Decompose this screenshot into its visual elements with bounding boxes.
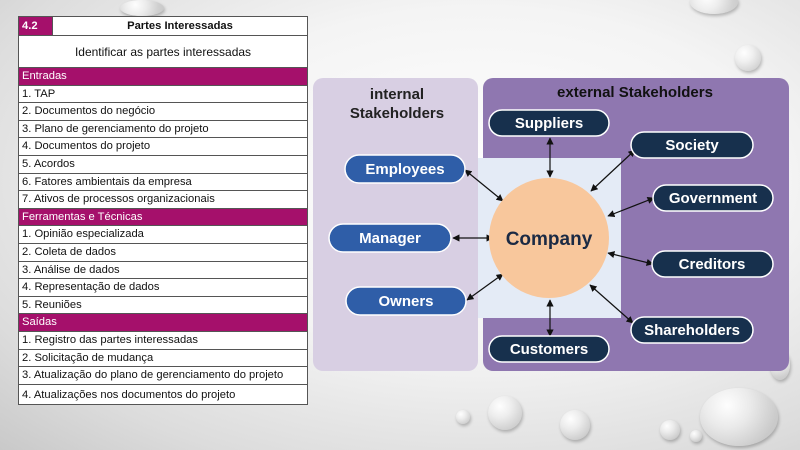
table-row: 3. Atualização do plano de gerenciamento…: [19, 366, 307, 384]
table-row: 5. Reuniões: [19, 295, 307, 314]
table-row: 3. Análise de dados: [19, 260, 307, 279]
table-row: 2. Coleta de dados: [19, 242, 307, 261]
process-title: Partes Interessadas: [52, 17, 307, 35]
arrow-society: [590, 149, 636, 192]
node-label: Creditors: [679, 256, 746, 273]
external-node-society: Society: [630, 131, 754, 159]
water-droplet: [560, 410, 590, 440]
external-title: external Stakeholders: [557, 84, 713, 101]
water-droplet: [690, 0, 738, 14]
table-row: 4. Atualizações nos documentos do projet…: [19, 384, 307, 404]
node-label: Government: [669, 190, 757, 207]
node-label: Customers: [510, 341, 588, 358]
node-label: Society: [665, 137, 719, 154]
node-label: Owners: [378, 293, 433, 310]
table-header: 4.2 Partes Interessadas: [19, 17, 307, 35]
table-row: 6. Fatores ambientais da empresa: [19, 172, 307, 191]
section-entradas: Entradas: [19, 67, 307, 85]
water-droplet: [660, 420, 680, 440]
table-row: 7. Ativos de processos organizacionais: [19, 190, 307, 208]
water-droplet: [488, 396, 522, 430]
external-node-shareholders: Shareholders: [630, 316, 754, 344]
node-label: Manager: [359, 230, 421, 247]
node-label: Shareholders: [644, 322, 740, 339]
arrow-creditors: [607, 251, 654, 266]
section-saidas: Saídas: [19, 313, 307, 331]
process-subtitle: Identificar as partes interessadas: [19, 35, 307, 67]
water-droplet: [456, 410, 470, 424]
internal-title-line2: Stakeholders: [350, 105, 444, 122]
internal-node-owners: Owners: [345, 286, 467, 316]
table-row: 4. Representação de dados: [19, 278, 307, 296]
company-label: Company: [506, 229, 593, 250]
process-number: 4.2: [19, 17, 52, 35]
arrow-owners: [466, 273, 504, 301]
table-row: 3. Plano de gerenciamento do projeto: [19, 119, 307, 138]
table-row: 4. Documentos do projeto: [19, 137, 307, 155]
internal-node-employees: Employees: [344, 154, 466, 184]
table-row: 1. TAP: [19, 84, 307, 103]
process-table: 4.2 Partes Interessadas Identificar as p…: [18, 16, 308, 406]
water-droplet: [120, 0, 164, 16]
external-node-suppliers: Suppliers: [488, 109, 610, 137]
company-circle: [489, 178, 609, 298]
connector-arrows: [452, 137, 655, 337]
external-node-customers: Customers: [488, 335, 610, 363]
arrow-government: [607, 197, 655, 217]
water-droplet: [690, 430, 702, 442]
external-node-government: Government: [652, 184, 774, 212]
internal-node-manager: Manager: [328, 223, 452, 253]
stakeholder-diagram: internal Stakeholders external Stakehold…: [313, 78, 791, 371]
arrow-shareholders: [589, 284, 634, 324]
node-label: Employees: [365, 161, 444, 178]
node-label: Suppliers: [515, 115, 583, 132]
external-node-creditors: Creditors: [651, 250, 774, 278]
water-droplet: [700, 388, 778, 446]
table-row: 1. Registro das partes interessadas: [19, 330, 307, 349]
section-ferramentas: Ferramentas e Técnicas: [19, 207, 307, 226]
arrow-employees: [464, 169, 504, 202]
water-droplet: [735, 45, 761, 71]
table-row: 5. Acordos: [19, 154, 307, 173]
table-row: 1. Opinião especializada: [19, 225, 307, 243]
table-row: 2. Solicitação de mudança: [19, 348, 307, 367]
table-row: 2. Documentos do negócio: [19, 102, 307, 120]
internal-title-line1: internal: [370, 86, 424, 103]
